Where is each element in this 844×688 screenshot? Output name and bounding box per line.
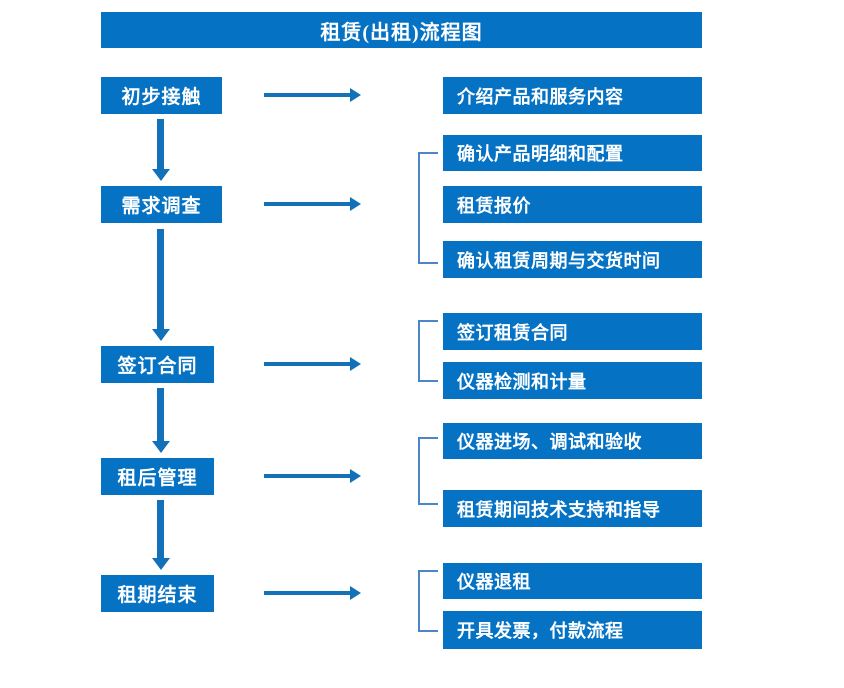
- group-bracket-4: [418, 437, 438, 505]
- down-arrow-3-to-4: [152, 388, 170, 453]
- down-arrow-4-to-5: [152, 500, 170, 570]
- right-arrow-stage-4: [264, 469, 361, 483]
- stage-box-3[interactable]: 签订合同: [101, 346, 214, 383]
- detail-box-2[interactable]: 确认产品明细和配置: [443, 135, 702, 171]
- detail-box-8[interactable]: 租赁期间技术支持和指导: [443, 490, 702, 527]
- right-arrow-stage-2: [264, 197, 361, 211]
- detail-box-7[interactable]: 仪器进场、调试和验收: [443, 423, 702, 459]
- group-bracket-2: [418, 152, 438, 264]
- detail-box-6[interactable]: 仪器检测和计量: [443, 362, 702, 399]
- group-bracket-3: [418, 320, 438, 382]
- stage-box-1[interactable]: 初步接触: [101, 77, 222, 114]
- down-arrow-2-to-3: [152, 229, 170, 341]
- stage-box-5[interactable]: 租期结束: [101, 575, 214, 612]
- group-bracket-5: [418, 570, 438, 632]
- down-arrow-1-to-2: [152, 119, 170, 181]
- right-arrow-stage-5: [264, 586, 361, 600]
- right-arrow-stage-1: [264, 88, 361, 102]
- detail-box-9[interactable]: 仪器退租: [443, 563, 702, 599]
- stage-box-4[interactable]: 租后管理: [101, 458, 214, 495]
- detail-box-4[interactable]: 确认租赁周期与交货时间: [443, 241, 702, 278]
- right-arrow-stage-3: [264, 357, 361, 371]
- detail-box-5[interactable]: 签订租赁合同: [443, 313, 702, 350]
- detail-box-1[interactable]: 介绍产品和服务内容: [443, 77, 702, 114]
- detail-box-10[interactable]: 开具发票，付款流程: [443, 611, 702, 649]
- detail-box-3[interactable]: 租赁报价: [443, 186, 702, 223]
- stage-box-2[interactable]: 需求调查: [101, 186, 222, 223]
- diagram-title: 租赁(出租)流程图: [101, 12, 702, 48]
